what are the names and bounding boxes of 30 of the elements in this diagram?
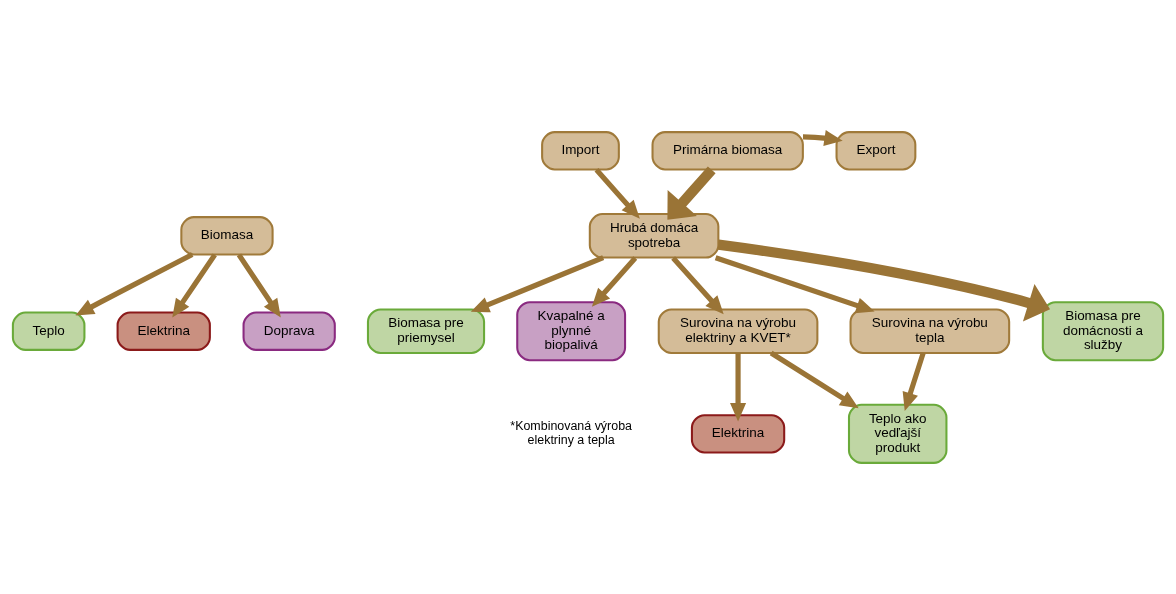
arrow — [671, 255, 724, 314]
node-box: Export — [835, 130, 917, 170]
node-box: Surovina na výrobu tepla — [849, 307, 1011, 354]
node-box: Biomasa pre priemysel — [366, 307, 486, 354]
node-box: Doprava — [242, 311, 336, 351]
node-box: Hrubá domáca spotreba — [588, 212, 720, 259]
node-box: Teplo ako vedľajší produkt — [847, 403, 948, 464]
arrow — [591, 255, 638, 307]
arrow — [802, 129, 843, 146]
arrow — [730, 352, 747, 421]
node-box: Biomasa — [180, 215, 274, 255]
node-box: Teplo — [11, 311, 86, 351]
node-box: Kvapalné a plynné biopalivá — [516, 300, 627, 361]
node-box: Elektrina — [690, 413, 786, 454]
arrow — [902, 351, 926, 411]
arrow — [717, 239, 1051, 321]
arrow — [75, 251, 194, 315]
arrow — [667, 165, 716, 220]
node-box: Primárna biomasa — [651, 130, 804, 170]
arrow — [714, 254, 875, 313]
arrow — [769, 350, 859, 408]
arrow — [172, 252, 217, 318]
arrow — [594, 167, 640, 219]
label: *Kombinovaná výroba elektriny a tepla — [510, 418, 632, 447]
node-box: Surovina na výrobu elektriny a KVET* — [657, 307, 819, 354]
node-box: Elektrina — [116, 311, 211, 351]
arrow — [470, 254, 605, 312]
node-box: Biomasa pre domácnosti a služby — [1041, 300, 1165, 361]
arrow — [236, 252, 281, 318]
node-box: Import — [541, 130, 620, 170]
